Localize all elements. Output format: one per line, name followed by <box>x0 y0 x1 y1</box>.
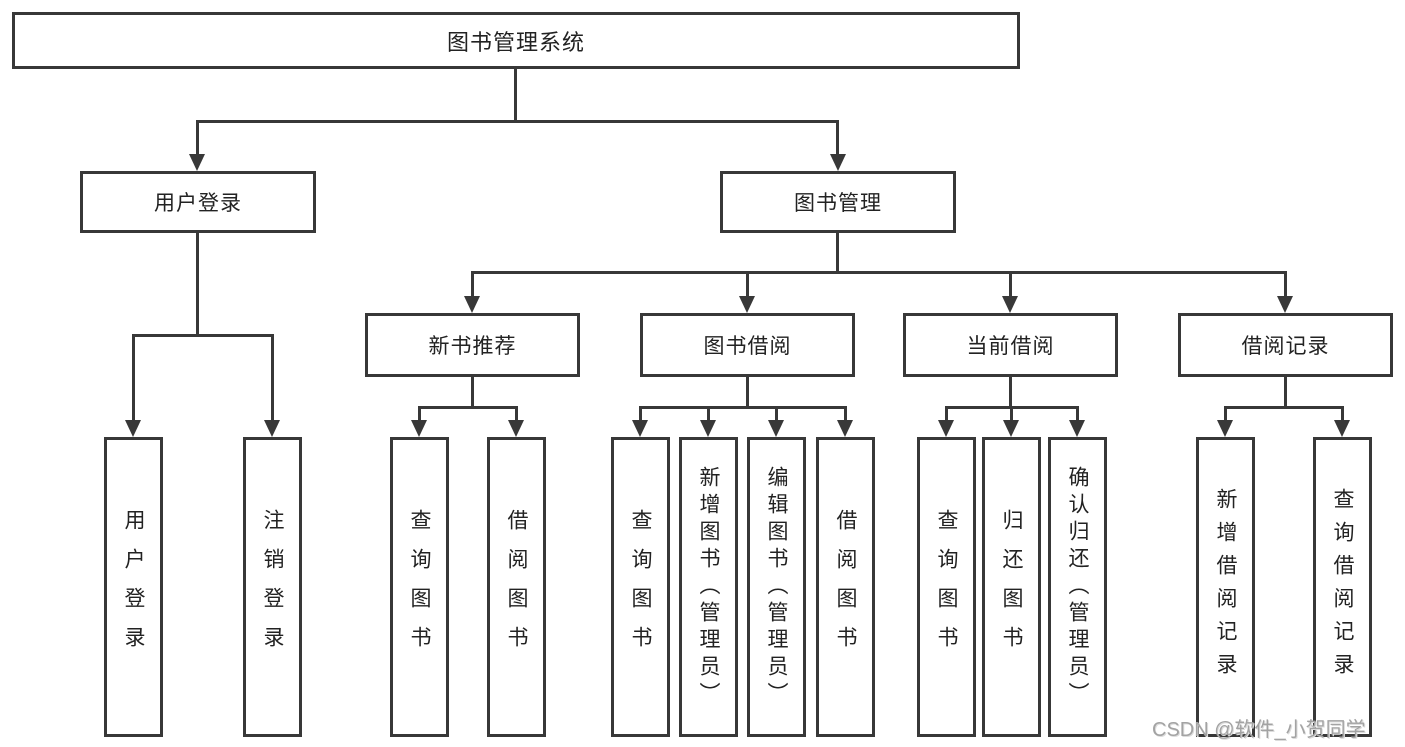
arrow-down <box>768 420 784 437</box>
arrow-down <box>508 420 524 437</box>
node-borrowing-query-books: 查询图书 <box>611 437 670 737</box>
arrow-down <box>1217 420 1233 437</box>
arrow-down <box>830 154 846 171</box>
node-label: 用户登录 <box>154 192 242 215</box>
node-root-system: 图书管理系统 <box>12 12 1020 69</box>
node-current-query-books: 查询图书 <box>917 437 976 737</box>
csdn-watermark: CSDN @软件_小贺同学 <box>1152 719 1366 741</box>
connector-line <box>471 377 474 408</box>
node-current-return-books: 归还图书 <box>982 437 1041 737</box>
node-borrowing-edit-books-admin: 编辑图书（管理员） <box>747 437 806 737</box>
node-borrowing-add-books-admin: 新增图书（管理员） <box>679 437 738 737</box>
node-label: 新增借阅记录 <box>1214 488 1237 686</box>
node-label: 新书推荐 <box>428 335 517 358</box>
connector-line <box>945 406 948 422</box>
connector-line <box>418 406 518 409</box>
connector-line <box>1010 406 1013 422</box>
node-current-borrowing: 当前借阅 <box>903 313 1118 377</box>
connector-line <box>196 233 199 337</box>
node-label: 新增图书（管理员） <box>697 465 720 709</box>
node-leaf-user-login: 用户登录 <box>104 437 163 737</box>
connector-line <box>707 406 710 422</box>
node-borrowing-borrow-books: 借阅图书 <box>816 437 875 737</box>
node-new-book-recommend: 新书推荐 <box>365 313 580 377</box>
arrow-down <box>632 420 648 437</box>
connector-line <box>836 120 839 157</box>
connector-line <box>746 271 749 298</box>
node-records-query-borrow-record: 查询借阅记录 <box>1313 437 1372 737</box>
connector-line <box>418 406 421 422</box>
connector-line <box>197 120 839 123</box>
node-label: 图书管理系统 <box>446 29 585 55</box>
arrow-down <box>125 420 141 437</box>
node-label: 查询图书 <box>408 509 431 665</box>
node-book-borrowing: 图书借阅 <box>640 313 855 377</box>
connector-line <box>132 334 135 422</box>
node-label: 用户登录 <box>122 509 145 665</box>
node-label: 图书管理 <box>794 192 882 215</box>
arrow-down <box>464 296 480 313</box>
connector-line <box>639 406 847 409</box>
arrow-down <box>938 420 954 437</box>
node-label: 借阅记录 <box>1241 335 1330 358</box>
connector-line <box>1284 377 1287 408</box>
node-records-add-borrow-record: 新增借阅记录 <box>1196 437 1255 737</box>
node-recommend-borrow-books: 借阅图书 <box>487 437 546 737</box>
node-user-login: 用户登录 <box>80 171 316 233</box>
node-label: 借阅图书 <box>505 509 528 665</box>
arrow-down <box>1069 420 1085 437</box>
connector-line <box>1224 406 1227 422</box>
connector-line <box>1224 406 1344 409</box>
node-label: 查询借阅记录 <box>1331 488 1354 686</box>
connector-line <box>1009 377 1012 408</box>
connector-line <box>471 271 1287 274</box>
node-label: 图书借阅 <box>703 335 792 358</box>
node-borrow-records: 借阅记录 <box>1178 313 1393 377</box>
node-label: 当前借阅 <box>966 335 1055 358</box>
connector-line <box>746 377 749 408</box>
connector-line <box>639 406 642 422</box>
node-leaf-logout: 注销登录 <box>243 437 302 737</box>
node-label: 查询图书 <box>935 509 958 665</box>
connector-line <box>196 120 199 157</box>
arrow-down <box>1002 296 1018 313</box>
arrow-down <box>189 154 205 171</box>
connector-line <box>515 406 518 422</box>
arrow-down <box>1003 420 1019 437</box>
arrow-down <box>264 420 280 437</box>
arrow-down <box>700 420 716 437</box>
arrow-down <box>411 420 427 437</box>
node-label: 编辑图书（管理员） <box>765 465 788 709</box>
connector-line <box>1284 271 1287 298</box>
connector-line <box>844 406 847 422</box>
arrow-down <box>837 420 853 437</box>
node-current-confirm-return-admin: 确认归还（管理员） <box>1048 437 1107 737</box>
node-label: 归还图书 <box>1000 509 1023 665</box>
node-recommend-query-books: 查询图书 <box>390 437 449 737</box>
connector-line <box>132 334 274 337</box>
connector-line <box>1341 406 1344 422</box>
arrow-down <box>1277 296 1293 313</box>
arrow-down <box>1334 420 1350 437</box>
node-label: 借阅图书 <box>834 509 857 665</box>
connector-line <box>775 406 778 422</box>
node-label: 查询图书 <box>629 509 652 665</box>
connector-line <box>271 334 274 422</box>
arrow-down <box>739 296 755 313</box>
connector-line <box>1076 406 1079 422</box>
node-book-management: 图书管理 <box>720 171 956 233</box>
connector-line <box>514 69 517 122</box>
node-label: 注销登录 <box>261 509 284 665</box>
connector-line <box>1009 271 1012 298</box>
connector-line <box>471 271 474 298</box>
node-label: 确认归还（管理员） <box>1066 465 1089 709</box>
connector-line <box>836 233 839 274</box>
